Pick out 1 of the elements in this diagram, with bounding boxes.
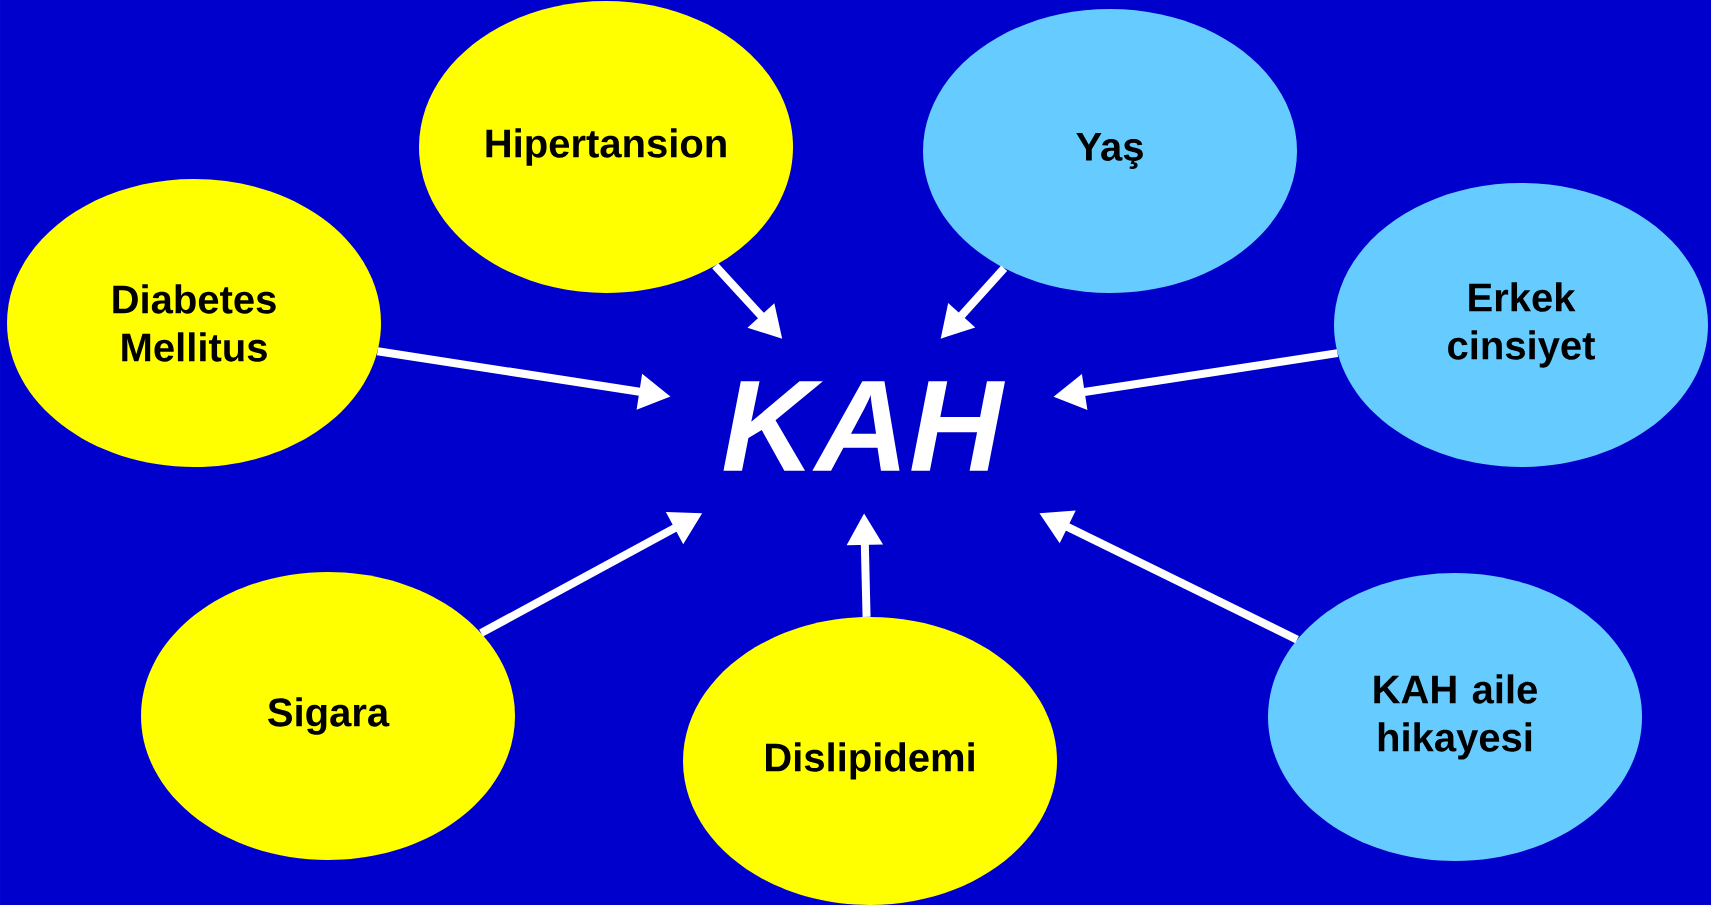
- central-title: KAH: [723, 381, 1005, 471]
